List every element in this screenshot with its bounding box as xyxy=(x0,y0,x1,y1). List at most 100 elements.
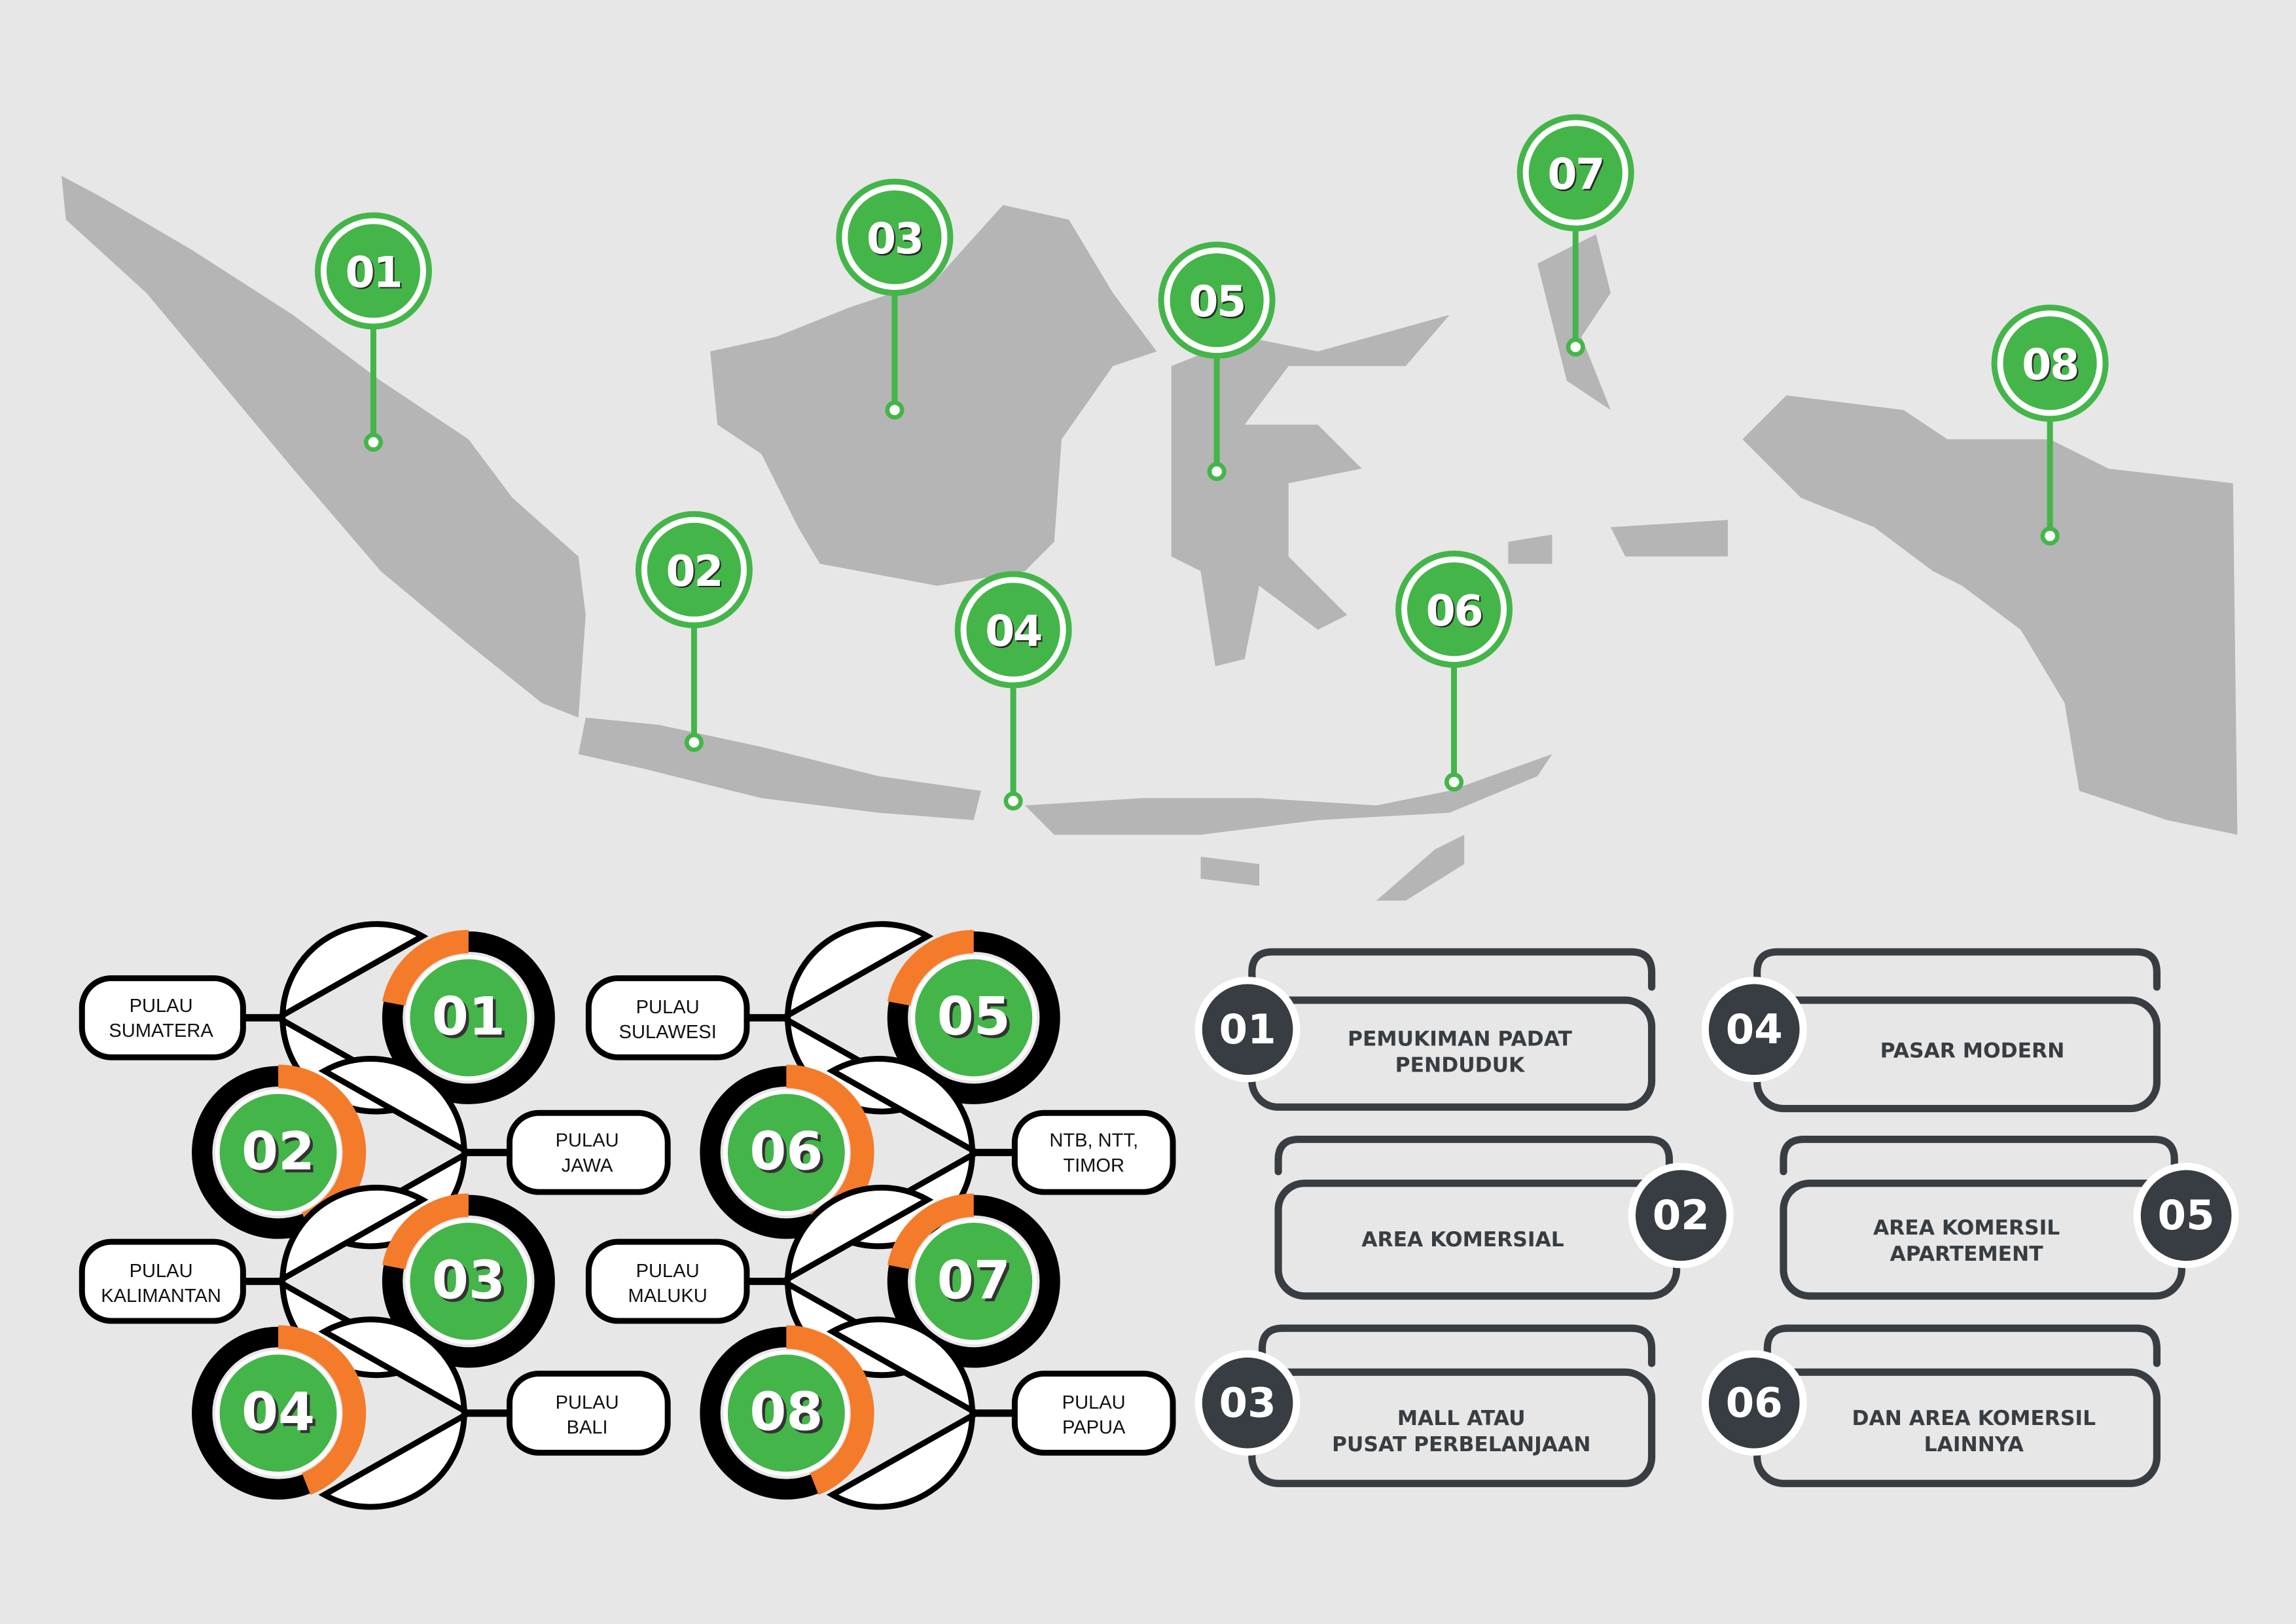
category-badge xyxy=(1202,1357,1293,1449)
island-sumba xyxy=(1200,856,1259,886)
island-number: 06 xyxy=(749,1122,823,1183)
map-pin-number: 07 xyxy=(1547,149,1605,200)
category-badge xyxy=(1202,984,1293,1075)
island-number: 07 xyxy=(937,1251,1011,1312)
category-bracket xyxy=(1258,1324,1656,1367)
island-label: PULAU SUMATERA xyxy=(109,994,213,1041)
island-number: 03 xyxy=(431,1251,505,1312)
category-number: 05 xyxy=(2157,1191,2215,1240)
pin-green-circle xyxy=(219,1094,337,1212)
island-label: PULAU PAPUA xyxy=(1062,1391,1126,1438)
island-seram xyxy=(1610,520,1728,557)
map-pin-number: 05 xyxy=(1189,276,1246,327)
category-badge xyxy=(1708,984,1800,1075)
island-number: 08 xyxy=(749,1383,823,1443)
map-pin-number: 06 xyxy=(1426,585,1484,636)
map-pin-dot xyxy=(1207,461,1227,481)
map-pin-circle xyxy=(1401,556,1507,662)
map-pin-circle xyxy=(960,577,1066,683)
category-bracket xyxy=(1753,948,2161,991)
map-pin-dot xyxy=(1003,791,1023,811)
island-buru xyxy=(1508,534,1552,564)
island-sulawesi xyxy=(1171,314,1450,666)
progress-ring-fill xyxy=(382,929,469,1006)
map-pin-circle xyxy=(320,218,427,324)
island-label: PULAU KALIMANTAN xyxy=(101,1259,221,1307)
map-pin-dot xyxy=(1444,772,1464,792)
category-label: MALL ATAU PUSAT PERBELANJAAN xyxy=(1331,1407,1591,1458)
island-papua xyxy=(1742,395,2238,835)
island-label-box xyxy=(1011,1110,1176,1195)
map-pin-circle xyxy=(1997,310,2103,416)
pin-shape xyxy=(826,1056,983,1250)
category-bracket xyxy=(1780,1135,2178,1178)
pin-green-circle xyxy=(727,1354,845,1472)
island-label-box xyxy=(79,975,246,1060)
island-number: 01 xyxy=(431,987,505,1048)
category-number: 03 xyxy=(1219,1379,1276,1428)
category-badge xyxy=(1708,1357,1800,1449)
island-jawa xyxy=(578,717,981,820)
island-label: PULAU SULAWESI xyxy=(619,996,717,1043)
category-label: PEMUKIMAN PADAT PENDUDUK xyxy=(1348,1028,1572,1078)
island-timor xyxy=(1376,835,1465,901)
pin-green-circle xyxy=(915,1223,1033,1341)
progress-ring-fill xyxy=(278,1325,367,1495)
map-pin-dot xyxy=(2040,526,2060,546)
island-label-box xyxy=(1011,1371,1176,1456)
map-pin-circle xyxy=(842,184,948,290)
pin-shape xyxy=(777,921,934,1115)
island-label: PULAU JAWA xyxy=(555,1128,619,1176)
map-pin-number: 04 xyxy=(985,606,1043,657)
category-bracket xyxy=(1248,948,1656,991)
island-label-box xyxy=(79,1238,246,1324)
island-label-box xyxy=(507,1371,671,1456)
map-pin-dot xyxy=(885,400,905,420)
map-pin-circle xyxy=(1164,247,1270,353)
island-label: NTB, NTT, TIMOR xyxy=(1049,1128,1139,1176)
pin-green-circle xyxy=(915,959,1033,1077)
map-pin-number: 03 xyxy=(867,213,924,264)
map-pin-dot xyxy=(1566,337,1585,357)
progress-ring-fill xyxy=(382,1193,469,1270)
pin-green-circle xyxy=(410,1223,528,1341)
map-pin-dot xyxy=(684,732,704,752)
map-pin-number: 02 xyxy=(666,546,724,596)
island-number: 04 xyxy=(242,1383,315,1443)
progress-ring-fill xyxy=(887,1193,975,1270)
island-label: PULAU MALUKU xyxy=(628,1259,708,1307)
category-label: AREA KOMERSIAL xyxy=(1361,1229,1564,1252)
island-label-box xyxy=(507,1110,671,1195)
island-kalimantan xyxy=(710,205,1157,586)
island-label-box xyxy=(585,975,750,1060)
category-bracket xyxy=(1763,1324,2161,1367)
map-pin-number: 08 xyxy=(2022,340,2079,390)
pin-shape xyxy=(272,1184,429,1379)
island-number: 05 xyxy=(937,987,1011,1048)
island-label: PULAU BALI xyxy=(555,1391,619,1438)
category-bracket xyxy=(1274,1135,1674,1178)
island-number: 02 xyxy=(242,1122,315,1183)
category-label: PASAR MODERN xyxy=(1880,1039,2065,1064)
pin-shape xyxy=(826,1316,983,1510)
pin-shape xyxy=(272,921,429,1115)
category-number: 01 xyxy=(1219,1005,1276,1054)
map-pin-circle xyxy=(641,516,747,623)
pin-shape xyxy=(318,1316,475,1510)
progress-ring-fill xyxy=(887,929,975,1006)
island-nusa-tenggara xyxy=(1025,754,1552,835)
category-badge xyxy=(2140,1170,2232,1261)
pin-green-circle xyxy=(219,1354,337,1472)
pin-shape xyxy=(777,1184,934,1379)
category-badge xyxy=(1635,1170,1727,1261)
category-number: 06 xyxy=(1725,1379,1783,1428)
category-number: 02 xyxy=(1652,1191,1710,1240)
category-label: AREA KOMERSIL APARTEMENT xyxy=(1873,1217,2060,1267)
island-sumatera xyxy=(61,175,586,718)
pin-shape xyxy=(318,1056,475,1250)
pin-green-circle xyxy=(410,959,528,1077)
